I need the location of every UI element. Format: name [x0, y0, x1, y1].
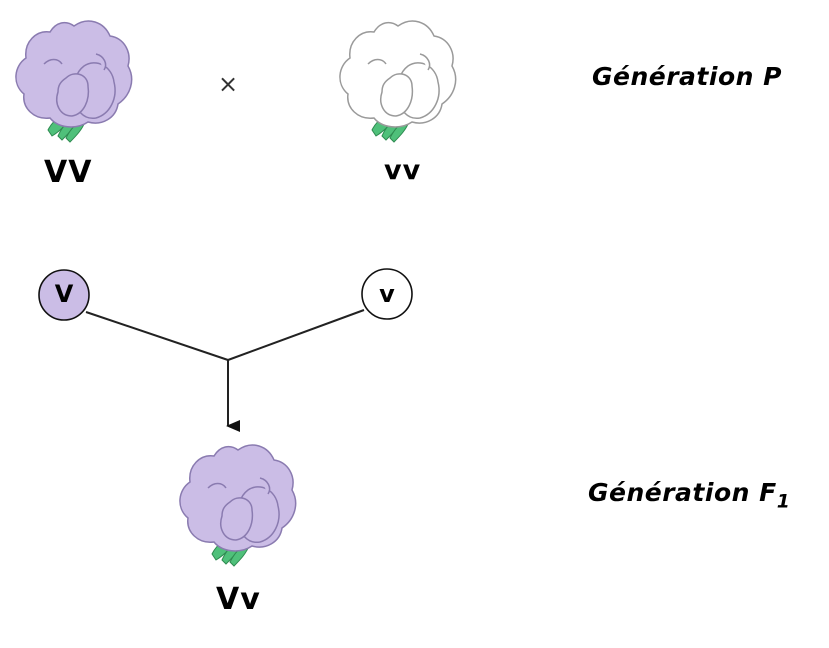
offspring-purple-flower-icon	[179, 444, 297, 567]
parent-purple-flower-icon	[15, 20, 133, 143]
offspring-genotype: Vv	[216, 582, 261, 617]
generation-f1-prefix: Génération	[588, 478, 750, 507]
generation-p-label: Génération P	[592, 62, 782, 91]
parent-1-genotype: VV	[44, 155, 93, 190]
gamete-recessive-allele: v	[379, 280, 395, 308]
generation-p-prefix: Génération	[592, 62, 754, 91]
generation-f1-suffix: F	[759, 478, 777, 507]
gamete-circle-dominant	[38, 269, 90, 321]
generation-p-suffix: P	[763, 62, 782, 91]
generation-f1-label: Génération F1	[588, 478, 790, 513]
cross-icon: ×	[218, 70, 239, 98]
parent-white-flower-icon	[339, 20, 457, 143]
generation-f1-subscript: 1	[776, 491, 791, 513]
gamete-fusion-lines	[85, 309, 365, 432]
gamete-circle-recessive	[361, 268, 413, 320]
gamete-dominant-allele: V	[54, 280, 74, 308]
parent-2-genotype: vv	[384, 155, 422, 186]
